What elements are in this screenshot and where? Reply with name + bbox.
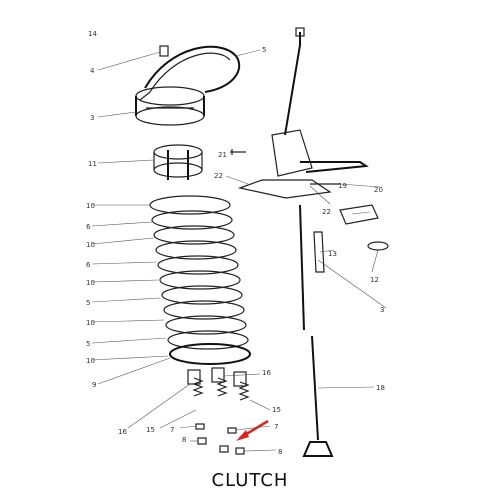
- clutch-lever: [237, 27, 389, 251]
- part-labels: 4 5 3 11 21 22 22 19 20 13 12 10 6 10 6 …: [86, 30, 385, 456]
- label-14: 14: [88, 30, 97, 38]
- bolt-21: [230, 149, 246, 155]
- label-3b: 3: [380, 306, 384, 314]
- label-10c: 10: [86, 279, 95, 287]
- diagram-caption: CLUTCH: [211, 470, 289, 491]
- label-10a: 10: [86, 202, 95, 210]
- leader-lines: [91, 49, 387, 452]
- label-16a: 16: [118, 428, 127, 436]
- clutch-hub: [153, 144, 203, 180]
- label-6a: 6: [86, 223, 91, 231]
- label-8b: 8: [278, 448, 282, 456]
- label-7b: 7: [274, 423, 278, 431]
- bush-part: [159, 45, 169, 57]
- push-rod-13: [313, 231, 325, 273]
- label-4: 4: [90, 67, 95, 75]
- screws-and-nuts: [195, 423, 245, 455]
- label-10d: 10: [86, 319, 95, 327]
- label-15a: 15: [146, 426, 155, 434]
- label-9: 9: [92, 381, 96, 389]
- label-20: 20: [374, 186, 383, 194]
- label-19: 19: [338, 182, 347, 190]
- label-5b: 5: [86, 340, 90, 348]
- sprocket-drum: [135, 86, 205, 126]
- label-12: 12: [370, 276, 379, 284]
- label-5a: 5: [86, 299, 90, 307]
- label-21: 21: [218, 151, 227, 159]
- label-22a: 22: [214, 172, 223, 180]
- red-arrow: [236, 419, 269, 441]
- label-3a: 3: [90, 114, 94, 122]
- label-13: 13: [328, 250, 337, 258]
- clutch-plate-stack: [149, 195, 251, 365]
- label-22b: 22: [322, 208, 331, 216]
- label-15b: 15: [272, 406, 281, 414]
- label-8a: 8: [182, 436, 186, 444]
- label-11: 11: [88, 160, 97, 168]
- label-10e: 10: [86, 357, 95, 365]
- chain-drive: [139, 45, 241, 101]
- label-7a: 7: [170, 426, 174, 434]
- label-10b: 10: [86, 241, 95, 249]
- label-6b: 6: [86, 261, 91, 269]
- clutch-springs: [192, 377, 250, 401]
- label-5-top: 5: [262, 46, 266, 54]
- label-16b: 16: [262, 369, 271, 377]
- label-18: 18: [376, 384, 385, 392]
- operating-rod-18: [302, 335, 334, 457]
- push-rod-3: [299, 204, 305, 331]
